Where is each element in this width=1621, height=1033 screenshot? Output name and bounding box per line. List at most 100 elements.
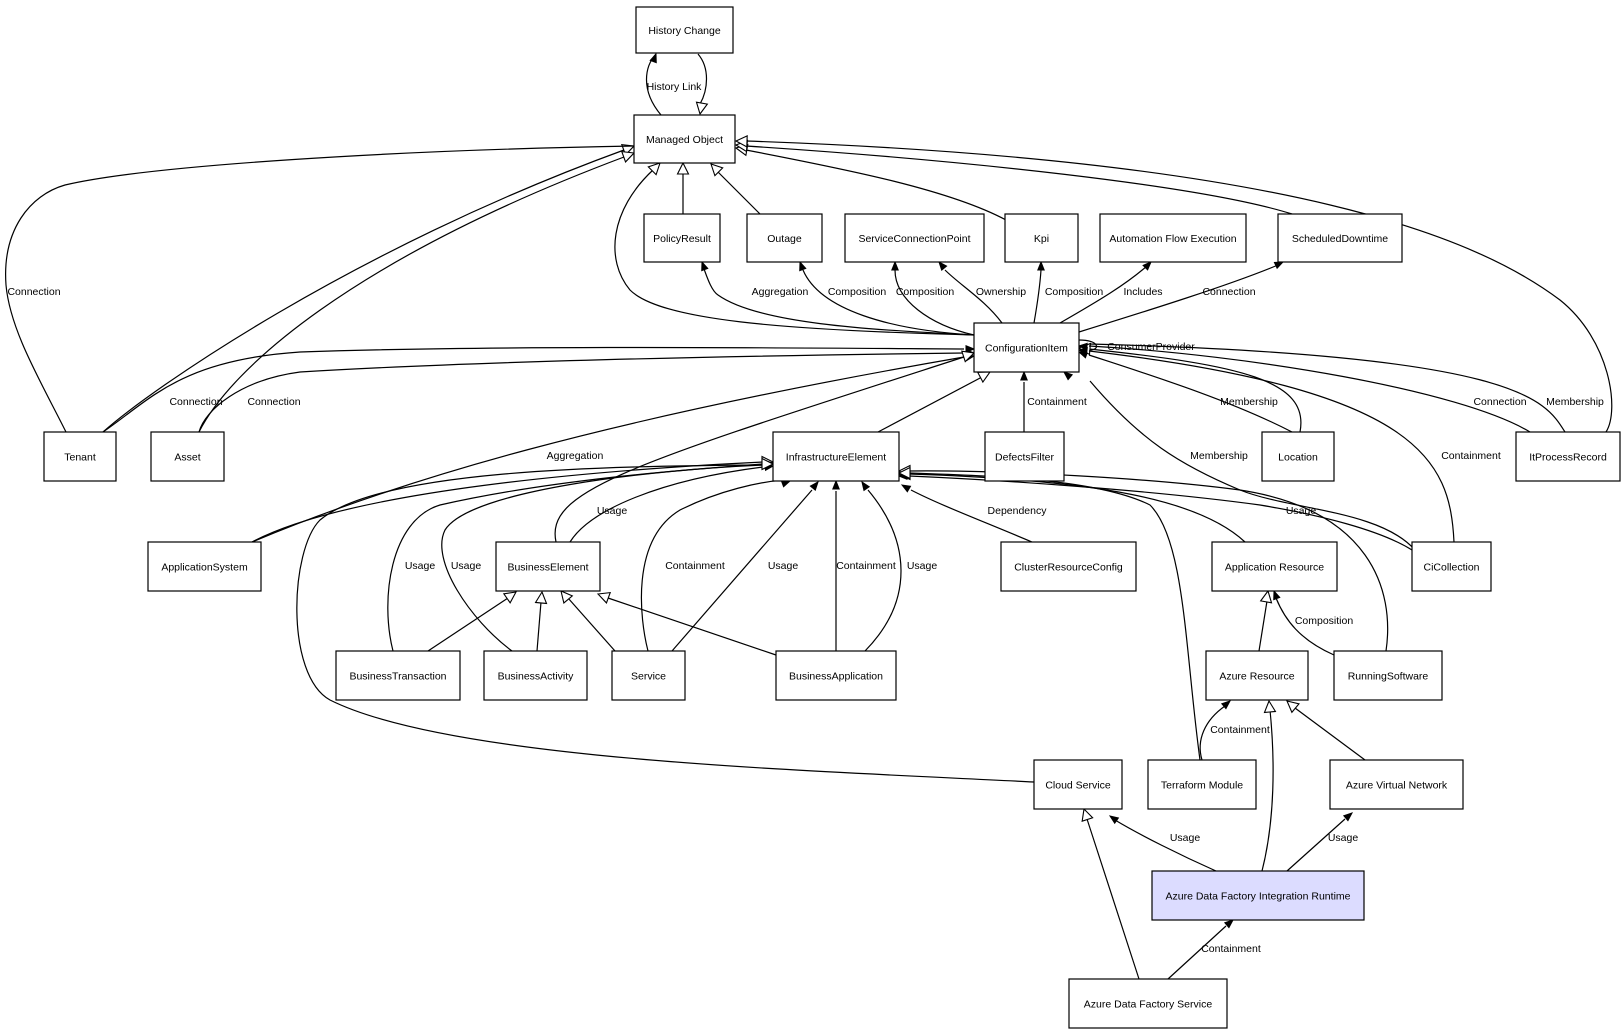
node-label: Service — [631, 671, 666, 683]
edge-cic-ci-cont — [1077, 346, 1455, 543]
node-service[interactable]: Service — [611, 650, 686, 701]
edge-itpr-mo — [734, 135, 1613, 433]
edge-ci-kpi — [1033, 260, 1045, 324]
node-cluster-resource-config[interactable]: ClusterResourceConfig — [1000, 541, 1137, 592]
edge-svc-be — [560, 590, 616, 652]
node-azure-data-factory-service[interactable]: Azure Data Factory Service — [1068, 978, 1228, 1029]
node-cloud-service[interactable]: Cloud Service — [1033, 759, 1123, 810]
node-running-software[interactable]: RunningSoftware — [1333, 650, 1443, 701]
edge-ci-policy — [701, 260, 975, 336]
node-service-connection-point[interactable]: ServiceConnectionPoint — [844, 213, 985, 263]
node-automation-flow-execution[interactable]: Automation Flow Execution — [1099, 213, 1247, 263]
node-ci-collection[interactable]: CiCollection — [1411, 541, 1492, 592]
edge-label: Includes — [1123, 286, 1162, 298]
edge-label: Connection — [1473, 396, 1526, 408]
edge-label: Containment — [1210, 724, 1270, 736]
node-label: Terraform Module — [1161, 780, 1243, 792]
edge-label: Composition — [828, 286, 887, 298]
node-label: Azure Data Factory Service — [1084, 999, 1213, 1011]
edge-label: Ownership — [976, 286, 1026, 298]
node-box — [772, 431, 900, 482]
node-box — [1261, 431, 1335, 482]
edge-tenant-ci — [102, 345, 976, 433]
node-defects-filter[interactable]: DefectsFilter — [984, 431, 1065, 482]
node-business-application[interactable]: BusinessApplication — [775, 650, 897, 701]
edge-outage-mo — [710, 163, 761, 215]
node-azure-virtual-network[interactable]: Azure Virtual Network — [1329, 759, 1464, 810]
arrowhead — [1273, 589, 1281, 601]
node-azure-resource[interactable]: Azure Resource — [1205, 650, 1309, 701]
edge-label: Membership — [1190, 450, 1248, 462]
edge-label: Usage — [451, 560, 482, 572]
node-box — [643, 213, 721, 263]
edge-history-inherit — [695, 53, 709, 116]
inheritance-arrowhead — [710, 163, 724, 177]
inheritance-arrowhead — [560, 590, 574, 604]
edge-azr-ar — [1258, 589, 1273, 652]
arrowhead — [1342, 812, 1354, 822]
node-terraform-module[interactable]: Terraform Module — [1147, 759, 1257, 810]
node-location[interactable]: Location — [1261, 431, 1335, 482]
inheritance-arrowhead — [734, 135, 748, 148]
node-azure-data-factory-integration-runtime[interactable]: Azure Data Factory Integration Runtime — [1151, 870, 1365, 921]
node-label: ScheduledDowntime — [1292, 233, 1388, 245]
node-infrastructure-element[interactable]: InfrastructureElement — [772, 431, 900, 482]
edge-label: Containment — [836, 560, 896, 572]
node-outage[interactable]: Outage — [746, 213, 823, 263]
node-label: BusinessTransaction — [349, 671, 446, 683]
node-label: DefectsFilter — [995, 452, 1054, 464]
arrowhead — [832, 479, 840, 490]
edge-avn-azr — [1286, 700, 1366, 761]
edge-cs-ie — [296, 457, 1035, 783]
node-label: History Change — [648, 25, 721, 37]
inheritance-arrowhead — [596, 591, 612, 604]
arrowhead — [900, 484, 912, 493]
arrowhead — [891, 260, 899, 271]
node-box — [633, 114, 736, 164]
arrowhead — [1020, 370, 1028, 381]
edge-adfir-azr — [1261, 699, 1277, 872]
node-business-activity[interactable]: BusinessActivity — [483, 650, 588, 701]
node-label: ItProcessRecord — [1529, 452, 1607, 464]
node-box — [335, 650, 461, 701]
edge-label: Containment — [1201, 943, 1261, 955]
node-application-system[interactable]: ApplicationSystem — [147, 541, 262, 592]
edge-policy-mo — [676, 161, 690, 214]
node-label: Outage — [767, 233, 802, 245]
arrowhead — [1108, 815, 1120, 825]
arrowhead — [1142, 261, 1152, 271]
node-it-process-record[interactable]: ItProcessRecord — [1515, 431, 1621, 482]
node-history-change[interactable]: History Change — [635, 6, 734, 54]
inheritance-arrowhead — [676, 161, 690, 175]
node-managed-object[interactable]: Managed Object — [633, 114, 736, 164]
node-scheduled-downtime[interactable]: ScheduledDowntime — [1277, 213, 1403, 263]
node-policy-result[interactable]: PolicyResult — [643, 213, 721, 263]
node-box — [611, 650, 686, 701]
node-business-transaction[interactable]: BusinessTransaction — [335, 650, 461, 701]
node-business-element[interactable]: BusinessElement — [495, 541, 601, 592]
edge-label: Usage — [768, 560, 799, 572]
edge-bapp-ie-cont — [832, 479, 840, 651]
edge-ci-afe — [1059, 261, 1152, 324]
node-label: ConfigurationItem — [985, 343, 1068, 355]
node-kpi[interactable]: Kpi — [1004, 213, 1079, 263]
node-label: Azure Data Factory Integration Runtime — [1165, 891, 1350, 903]
node-tenant[interactable]: Tenant — [43, 431, 117, 482]
node-box — [1333, 650, 1443, 701]
arrowhead — [649, 52, 657, 64]
node-application-resource[interactable]: Application Resource — [1211, 541, 1338, 592]
arrowhead — [938, 260, 948, 272]
node-configuration-item[interactable]: ConfigurationItem — [973, 322, 1080, 373]
inheritance-arrowhead — [897, 466, 911, 480]
edge-kpi-mo — [734, 143, 1007, 221]
arrowhead — [1037, 260, 1045, 271]
arrowhead — [701, 260, 709, 272]
node-label: InfrastructureElement — [786, 452, 886, 464]
node-box — [150, 431, 225, 482]
edge-tm-ie — [897, 466, 1201, 761]
node-label: ApplicationSystem — [161, 562, 248, 574]
node-asset[interactable]: Asset — [150, 431, 225, 482]
node-label: Managed Object — [646, 134, 723, 146]
